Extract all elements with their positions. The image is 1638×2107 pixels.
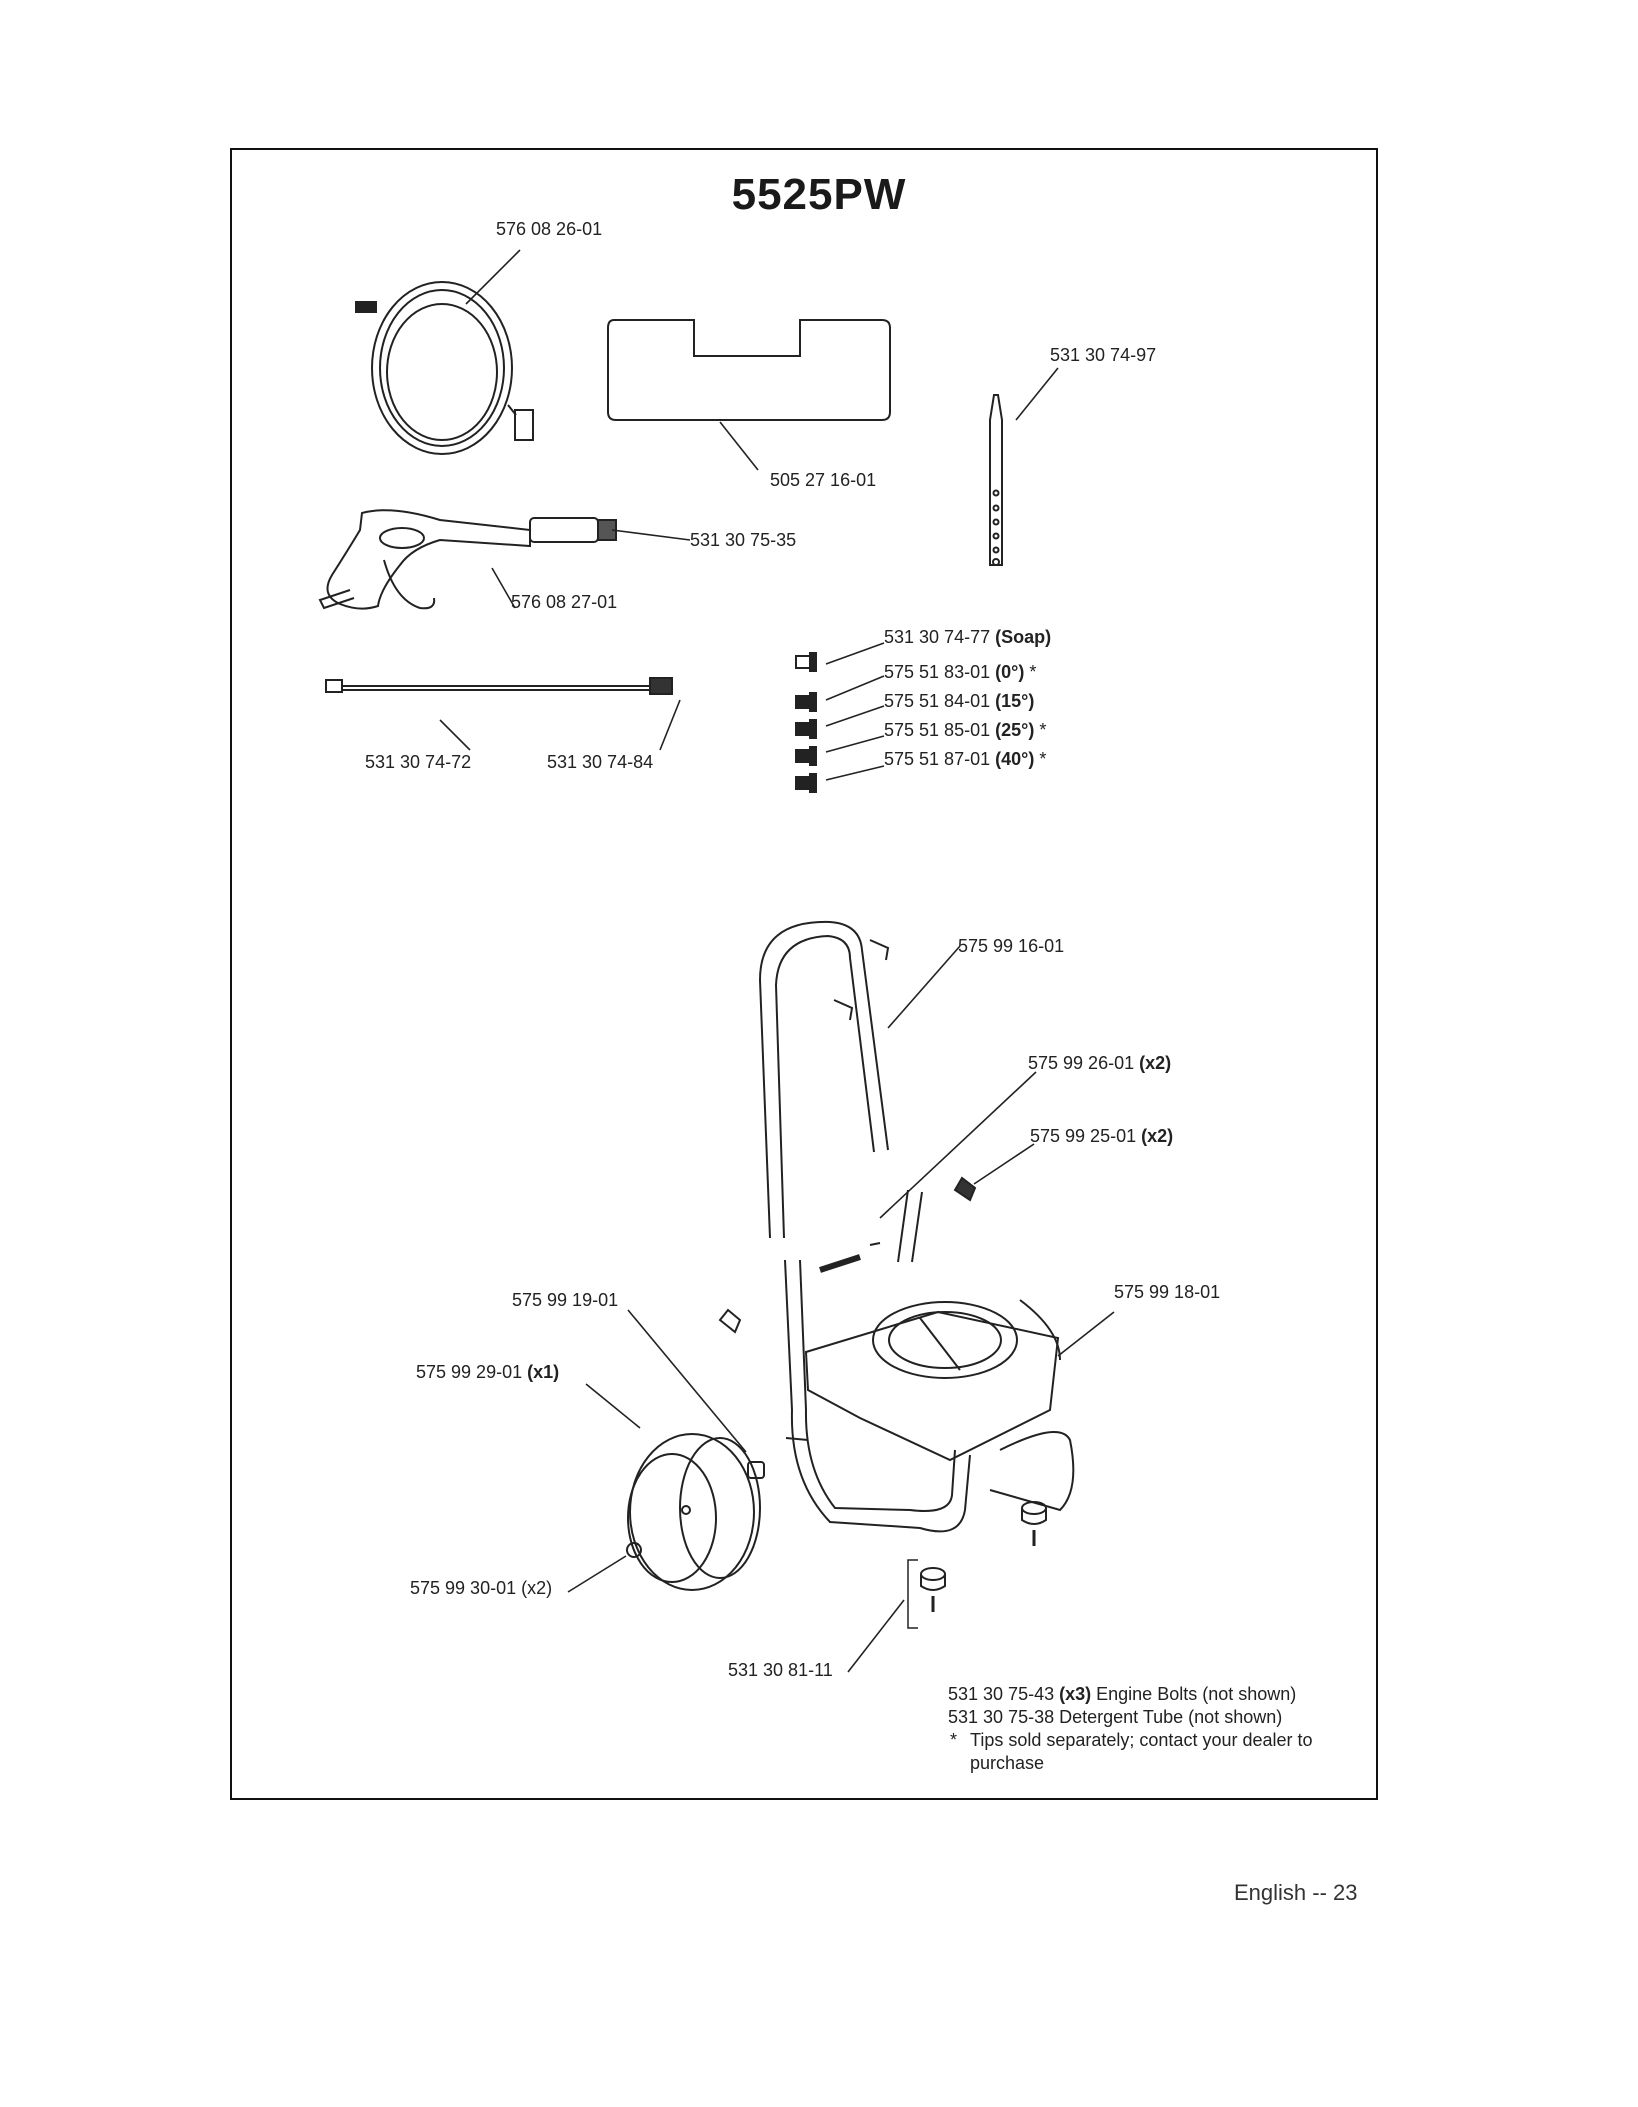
tip-star: * bbox=[1039, 720, 1047, 740]
page-title: 5525PW bbox=[731, 170, 907, 219]
note-engine-bolts: 531 30 75-43 (x3) Engine Bolts (not show… bbox=[948, 1683, 1380, 1706]
tip-part: 575 51 83-01 bbox=[884, 662, 991, 682]
tip-spec: (15°) bbox=[995, 691, 1035, 711]
note-tips-text: Tips sold separately; contact your deale… bbox=[970, 1730, 1313, 1773]
hubcap-part: 575 99 30-01 bbox=[410, 1578, 517, 1598]
tip-label-40: 575 51 87-01 (40°) * bbox=[884, 749, 1046, 770]
knob-qty: (x2) bbox=[1141, 1126, 1174, 1146]
tip-spec: (Soap) bbox=[995, 627, 1052, 647]
wheel-drawing bbox=[626, 1433, 765, 1591]
hose-drawing bbox=[355, 281, 534, 455]
note-qty: (x3) bbox=[1059, 1684, 1092, 1704]
mat-drawing bbox=[607, 319, 891, 421]
tip-spec: (40°) bbox=[995, 749, 1035, 769]
note-text: Engine Bolts (not shown) bbox=[1096, 1684, 1297, 1704]
tip-part: 575 51 87-01 bbox=[884, 749, 991, 769]
bolt-qty: (x2) bbox=[1139, 1053, 1172, 1073]
note-star: * bbox=[950, 1730, 958, 1750]
bolt-label: 575 99 26-01 (x2) bbox=[1028, 1053, 1171, 1074]
tip-part: 531 30 74-77 bbox=[884, 627, 991, 647]
stick-drawing bbox=[989, 394, 1003, 566]
cart-frame-drawing bbox=[718, 1176, 1075, 1533]
tip-label-soap: 531 30 74-77 (Soap) bbox=[884, 627, 1051, 648]
wand-drawing bbox=[325, 677, 673, 695]
feet-drawing bbox=[907, 1501, 1047, 1629]
wheel-label: 575 99 29-01 (x1) bbox=[416, 1362, 559, 1383]
wheel-qty: (x1) bbox=[527, 1362, 560, 1382]
wand-left-label: 531 30 74-72 bbox=[365, 752, 472, 772]
wand-right-label: 531 30 74-84 bbox=[547, 752, 654, 772]
frame-label: 575 99 18-01 bbox=[1114, 1282, 1221, 1302]
nozzle-tips-drawing bbox=[795, 652, 817, 793]
hose-label: 576 08 26-01 bbox=[496, 219, 603, 239]
tip-label-25: 575 51 85-01 (25°) * bbox=[884, 720, 1046, 741]
note-detergent-tube: 531 30 75-38 Detergent Tube (not shown) bbox=[948, 1707, 1283, 1727]
gun-label: 576 08 27-01 bbox=[511, 592, 618, 612]
leader-lines bbox=[439, 249, 1115, 1673]
stick-label: 531 30 74-97 bbox=[1050, 345, 1157, 365]
tip-label-15: 575 51 84-01 (15°) bbox=[884, 691, 1034, 712]
knob-label: 575 99 25-01 (x2) bbox=[1030, 1126, 1173, 1147]
tip-label-0: 575 51 83-01 (0°) * bbox=[884, 662, 1036, 683]
knob-part: 575 99 25-01 bbox=[1030, 1126, 1137, 1146]
gun-nozzle-label: 531 30 75-35 bbox=[690, 530, 797, 550]
tip-spec: (25°) bbox=[995, 720, 1035, 740]
mat-label: 505 27 16-01 bbox=[770, 470, 877, 490]
bolt-part: 575 99 26-01 bbox=[1028, 1053, 1135, 1073]
diagram-frame bbox=[230, 148, 1378, 1800]
axle-cap-label: 575 99 19-01 bbox=[512, 1290, 619, 1310]
wheel-part: 575 99 29-01 bbox=[416, 1362, 523, 1382]
note-tips: * Tips sold separately; contact your deal… bbox=[948, 1729, 1380, 1775]
tip-part: 575 51 85-01 bbox=[884, 720, 991, 740]
tip-part: 575 51 84-01 bbox=[884, 691, 991, 711]
tip-star: * bbox=[1029, 662, 1037, 682]
notes-block: 531 30 75-43 (x3) Engine Bolts (not show… bbox=[948, 1683, 1380, 1775]
foot-label: 531 30 81-11 bbox=[728, 1660, 833, 1680]
tip-star: * bbox=[1039, 749, 1047, 769]
tip-spec: (0°) bbox=[995, 662, 1025, 682]
hubcap-label: 575 99 30-01 (x2) bbox=[410, 1578, 552, 1599]
hubcap-qty: (x2) bbox=[521, 1578, 553, 1598]
note-part: 531 30 75-43 bbox=[948, 1684, 1055, 1704]
spray-gun-drawing bbox=[318, 509, 617, 610]
page-footer: English -- 23 bbox=[1234, 1880, 1358, 1905]
handle-drawing bbox=[758, 920, 890, 1239]
handle-label: 575 99 16-01 bbox=[958, 936, 1065, 956]
